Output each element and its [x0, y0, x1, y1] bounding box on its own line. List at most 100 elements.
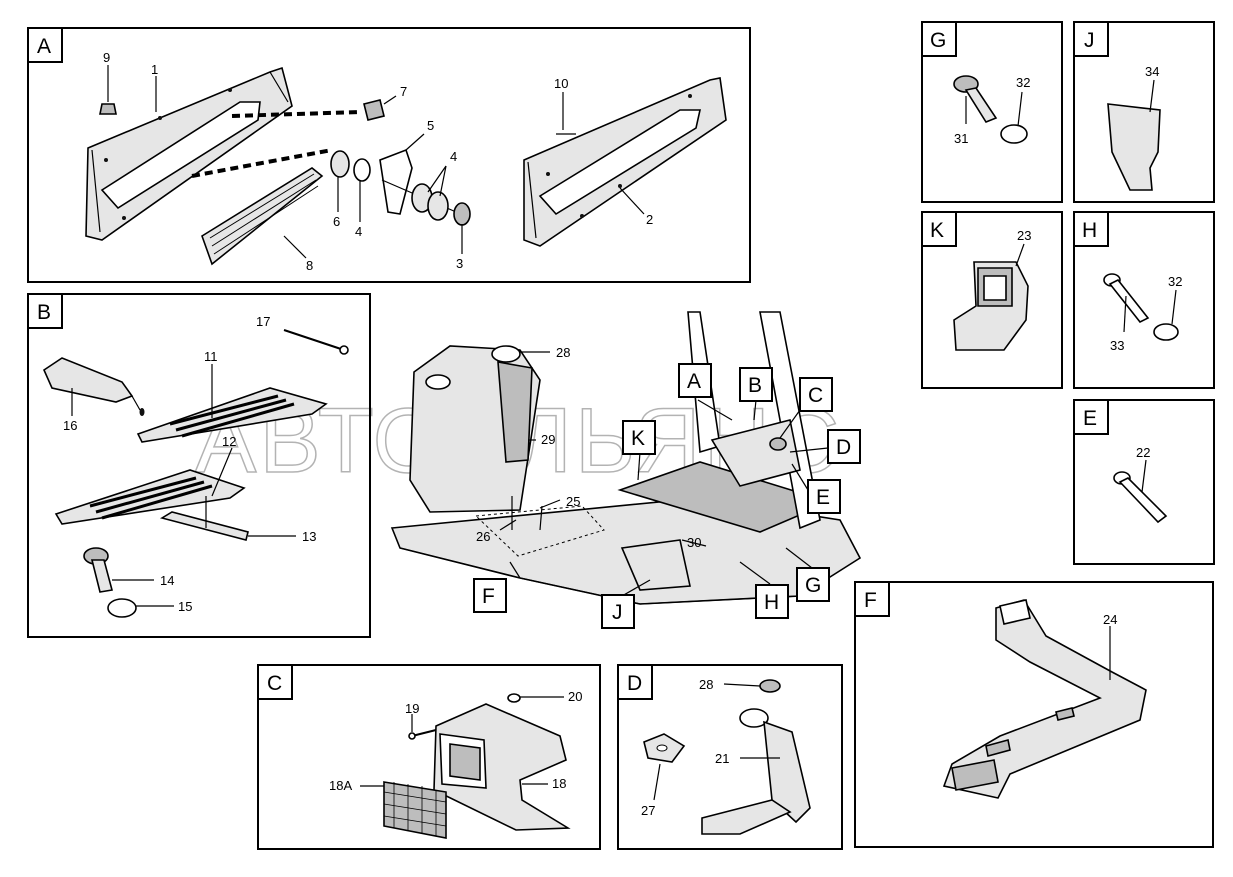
- panel-b: B 17 11 16: [27, 293, 371, 638]
- seal-strip-upper: [231, 110, 361, 118]
- svg-text:G: G: [805, 574, 821, 597]
- panel-e-tag-box: [1073, 399, 1109, 435]
- panel-d-frame: [617, 664, 843, 850]
- panel-a-tag: A: [37, 35, 51, 58]
- callout-18: 18: [552, 776, 566, 791]
- callout-13: 13: [302, 529, 316, 544]
- clip-part-7: [363, 99, 385, 121]
- panel-g-tag-box: [921, 21, 957, 57]
- overview-tag-d: D: [827, 429, 861, 464]
- duct-part-21: [701, 708, 811, 835]
- panel-f: F 24: [854, 581, 1214, 848]
- panel-d-tag: D: [627, 672, 642, 695]
- washer-part-32-g: [1000, 124, 1028, 144]
- callout-22: 22: [1136, 445, 1150, 460]
- panel-h-tag-box: [1073, 211, 1109, 247]
- panel-b-frame: [27, 293, 371, 638]
- panel-h-frame: [1073, 211, 1215, 389]
- overview-tag-e: E: [807, 479, 841, 514]
- callout-27: 27: [641, 803, 655, 818]
- fastener-part-14: [83, 547, 113, 593]
- filter-part-18a: [383, 781, 447, 839]
- left-duct-panel: [85, 66, 293, 241]
- callout-14: 14: [160, 573, 174, 588]
- callout-21: 21: [715, 751, 729, 766]
- svg-text:A: A: [687, 370, 701, 393]
- panel-b-tag-box: [27, 293, 63, 329]
- panel-g: G 32 31: [921, 21, 1063, 203]
- callout-25: 25: [566, 494, 580, 509]
- svg-text:J: J: [612, 601, 623, 624]
- sealant-tube-part-16: [42, 357, 134, 403]
- overview-tag-j: J: [601, 594, 635, 629]
- callout-16: 16: [63, 418, 77, 433]
- svg-text:D: D: [836, 436, 851, 459]
- panel-g-tag: G: [930, 29, 946, 52]
- panel-f-tag-box: [854, 581, 890, 617]
- svg-text:H: H: [764, 591, 779, 614]
- washer-part-32-h: [1153, 323, 1179, 341]
- panel-c: C 20 19 18A 18: [257, 664, 601, 850]
- callout-11: 11: [204, 349, 218, 364]
- seal-strip-lower: [191, 148, 333, 178]
- callout-32-g: 32: [1016, 75, 1030, 90]
- overview-tag-h: H: [755, 584, 789, 619]
- panel-k-tag-box: [921, 211, 957, 247]
- callout-19: 19: [405, 701, 419, 716]
- nut-part-9: [99, 65, 117, 115]
- callout-7: 7: [400, 84, 407, 99]
- strip-part-13: [159, 511, 249, 541]
- panel-j: J 34: [1073, 21, 1215, 203]
- overview-tag-k: K: [622, 420, 656, 455]
- callout-6: 6: [333, 214, 340, 229]
- panel-f-tag: F: [864, 589, 877, 612]
- svg-text:B: B: [748, 374, 762, 397]
- svg-text:E: E: [816, 486, 830, 509]
- overview-assembly: 28 29 25 26 30 A B C D E K F J H G: [390, 311, 862, 629]
- callout-23: 23: [1017, 228, 1031, 243]
- panel-k-frame: [921, 211, 1063, 389]
- callout-3: 3: [456, 256, 463, 271]
- svg-text:C: C: [808, 384, 823, 407]
- cap-part-28: [759, 679, 781, 693]
- panel-j-frame: [1073, 21, 1215, 203]
- seat-back-duct: [497, 361, 533, 463]
- callout-9: 9: [103, 50, 110, 65]
- vent-housing-part-18: [433, 703, 571, 831]
- panel-a-frame: [27, 27, 751, 283]
- floor-duct-part-24: [942, 599, 1147, 799]
- hardware-stack: [330, 133, 471, 254]
- right-duct-panel: [523, 77, 727, 247]
- callout-28-panel-d: 28: [699, 677, 713, 692]
- panel-e: E 22: [1073, 399, 1215, 565]
- panel-b-tag: B: [37, 301, 51, 324]
- panel-h-tag: H: [1082, 219, 1097, 242]
- panel-a-tag-box: [27, 27, 63, 63]
- callout-32-h: 32: [1168, 274, 1182, 289]
- panel-c-frame: [257, 664, 601, 850]
- overview-tag-f: F: [473, 578, 507, 613]
- panel-d: D 28 21 27: [617, 664, 843, 850]
- panel-f-frame: [854, 581, 1214, 848]
- panel-k-tag: K: [930, 219, 944, 242]
- panel-a: A: [27, 27, 751, 283]
- panel-d-tag-box: [617, 664, 653, 700]
- callout-30: 30: [687, 535, 701, 550]
- callout-24: 24: [1103, 612, 1117, 627]
- callout-34: 34: [1145, 64, 1159, 79]
- overview-tag-b: B: [739, 367, 773, 402]
- callout-18a: 18A: [329, 778, 352, 793]
- callout-5: 5: [427, 118, 434, 133]
- floor-plate-outline: [474, 505, 605, 557]
- grille-part-12: [54, 469, 246, 525]
- panel-j-tag-box: [1073, 21, 1109, 57]
- callout-29: 29: [541, 432, 555, 447]
- callout-20: 20: [568, 689, 582, 704]
- callout-26: 26: [476, 529, 490, 544]
- panel-j-tag: J: [1084, 29, 1095, 52]
- callout-10: 10: [554, 76, 568, 91]
- panel-e-tag: E: [1083, 407, 1097, 430]
- callout-17: 17: [256, 314, 270, 329]
- callout-8: 8: [306, 258, 313, 273]
